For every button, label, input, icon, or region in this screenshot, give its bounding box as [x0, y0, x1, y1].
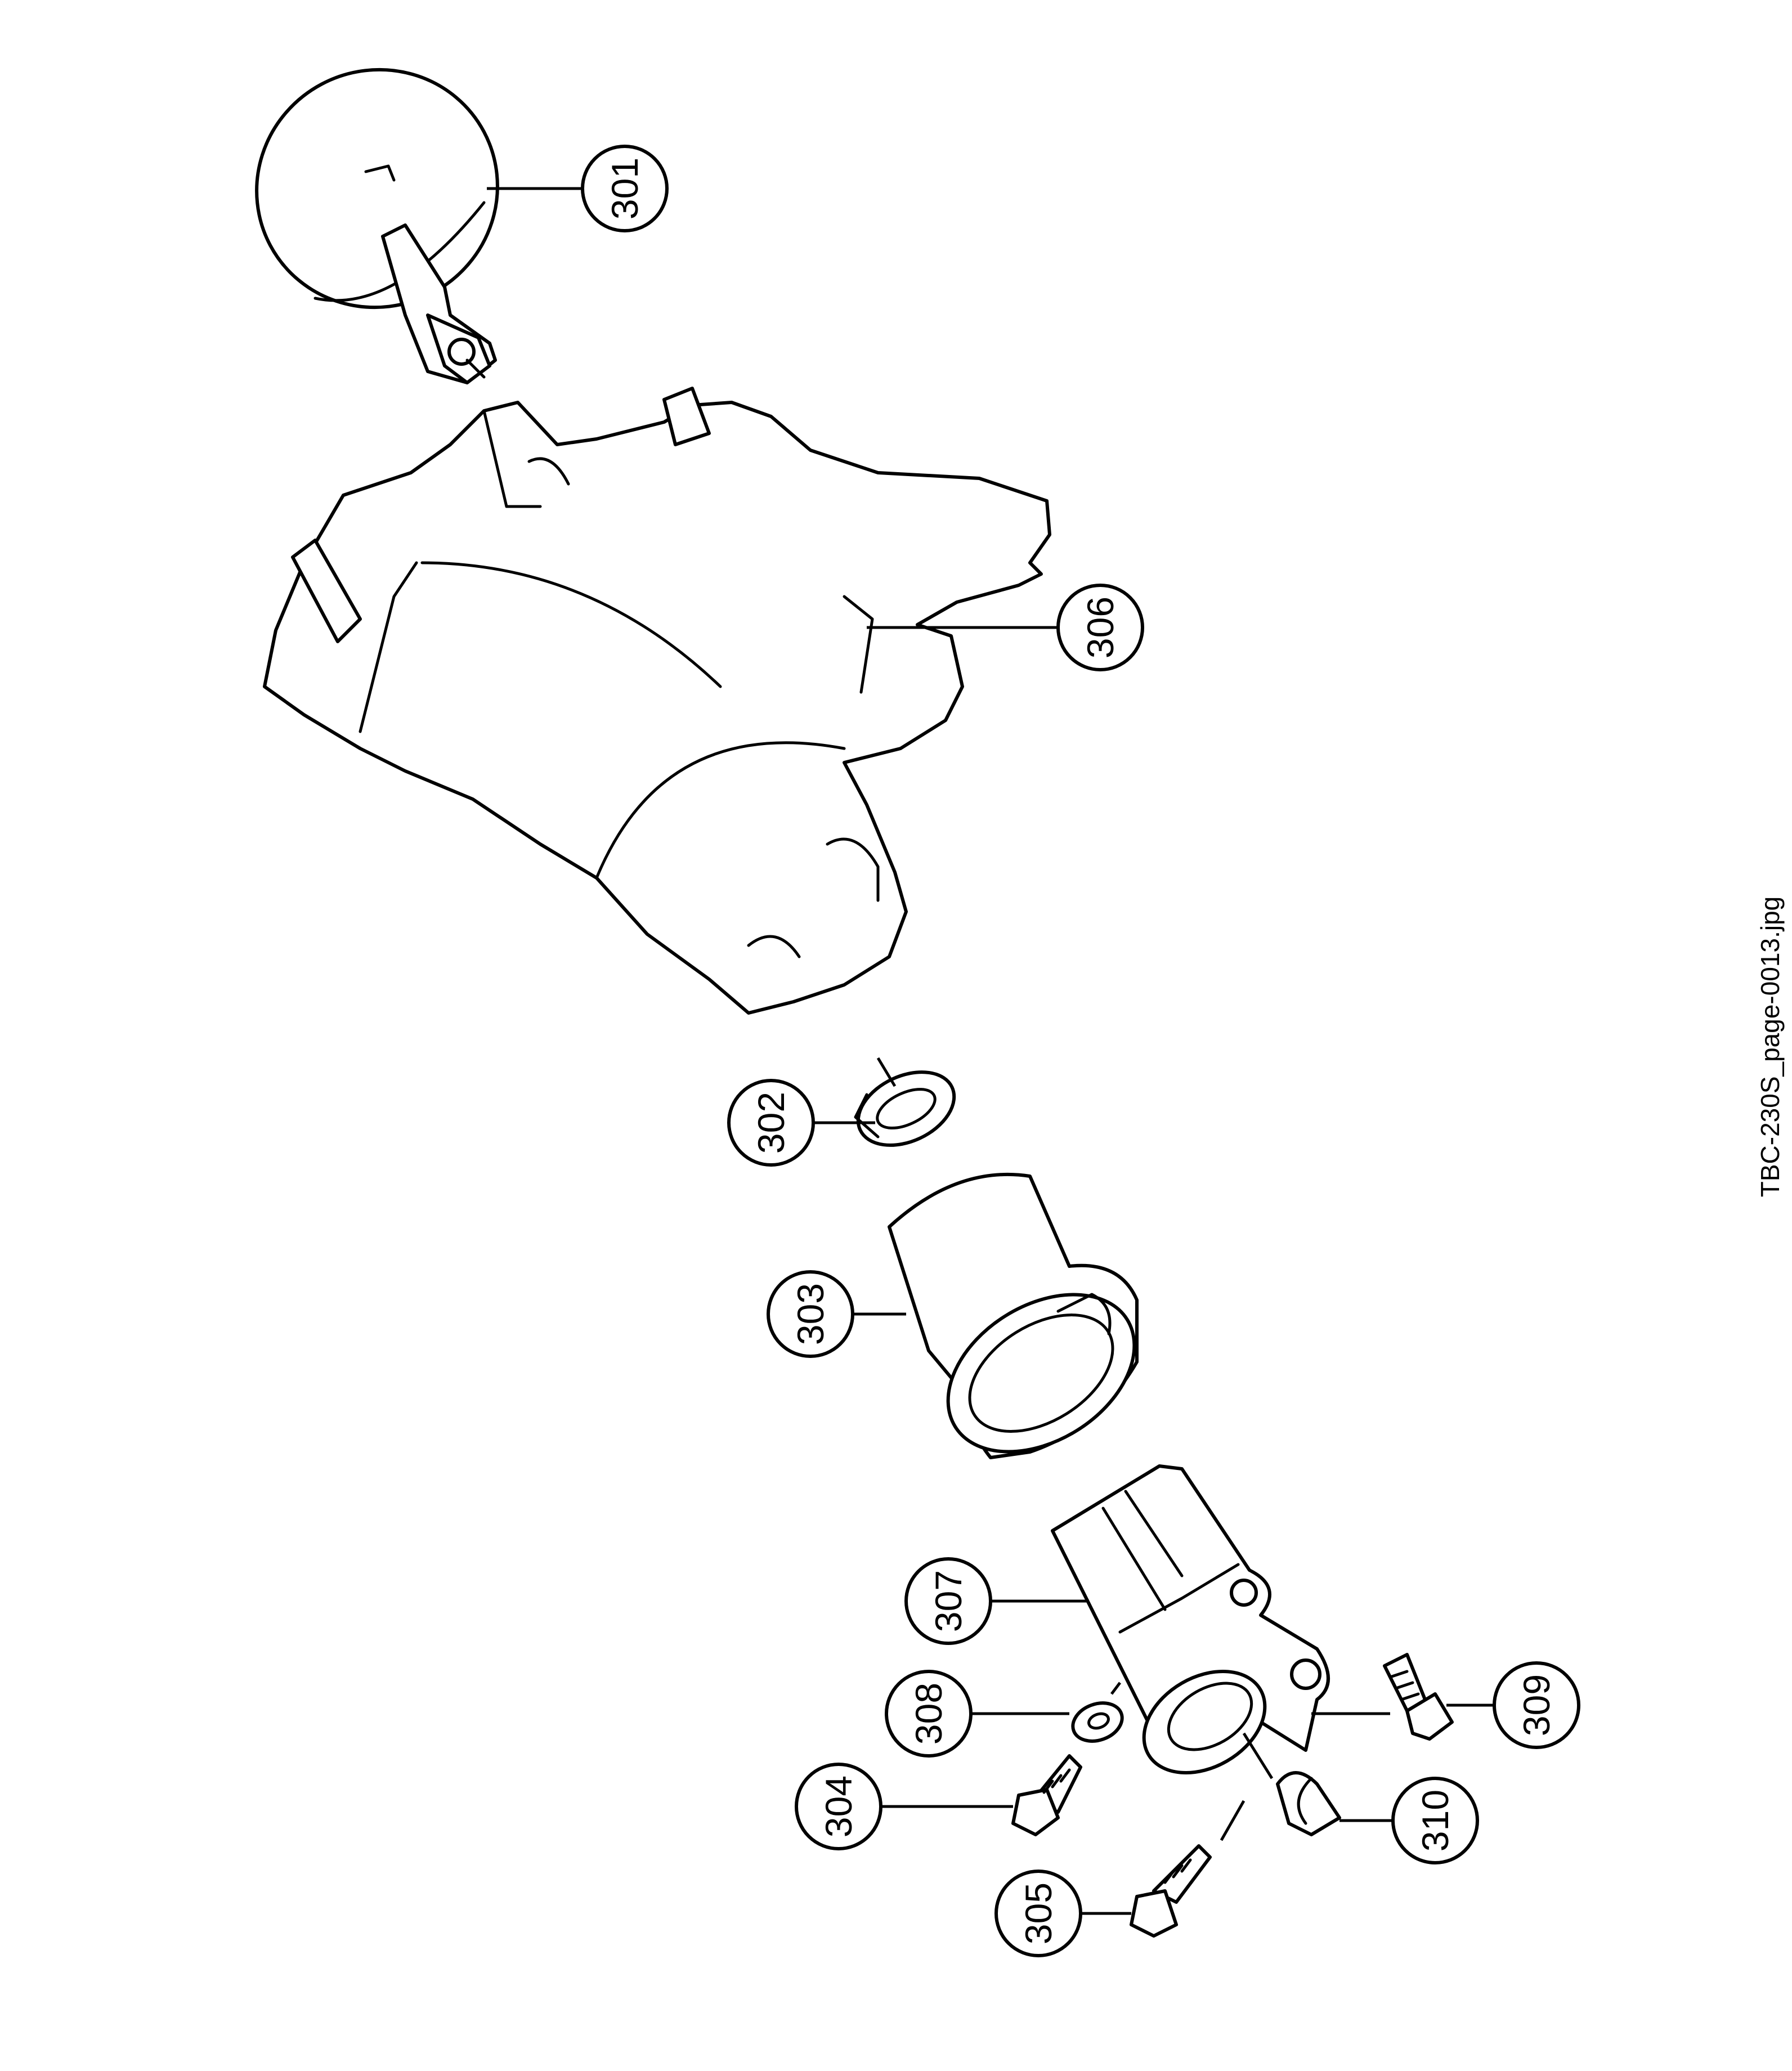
callout-308: 308	[885, 1670, 973, 1758]
part-305-bolt	[1081, 1800, 1246, 1938]
part-306-housing	[263, 387, 1058, 1015]
file-label: TBC-230S_page-0013.jpg	[1755, 896, 1785, 1197]
callout-307-label: 307	[928, 1570, 969, 1632]
part-308-washer	[971, 1682, 1124, 1743]
callout-301: 301	[581, 145, 669, 232]
callout-309-label: 309	[1516, 1674, 1557, 1736]
callout-304: 304	[795, 1763, 882, 1850]
callout-305: 305	[994, 1870, 1082, 1957]
callout-308-label: 308	[908, 1683, 949, 1745]
part-301-drum	[255, 68, 499, 384]
callout-309: 309	[1493, 1661, 1580, 1749]
part-302-clip	[854, 1057, 956, 1147]
callout-310-label: 310	[1414, 1790, 1456, 1852]
callout-307: 307	[904, 1557, 992, 1645]
callout-301-label: 301	[604, 158, 646, 219]
callout-306-label: 306	[1079, 597, 1121, 658]
part-304-bolt	[881, 1754, 1082, 1836]
callout-305-label: 305	[1018, 1882, 1059, 1944]
part-307-clamp	[991, 1464, 1330, 1775]
callout-302: 302	[727, 1079, 815, 1167]
callout-303-label: 303	[790, 1283, 831, 1345]
part-303-sleeve	[810, 1172, 1139, 1459]
part-309-screw	[1311, 1653, 1494, 1741]
callout-304-label: 304	[818, 1776, 859, 1837]
callout-302-label: 302	[750, 1092, 792, 1154]
part-310-pin	[1242, 1732, 1393, 1836]
callout-310: 310	[1391, 1777, 1479, 1864]
callout-306: 306	[1056, 584, 1144, 671]
callout-303: 303	[767, 1270, 854, 1358]
